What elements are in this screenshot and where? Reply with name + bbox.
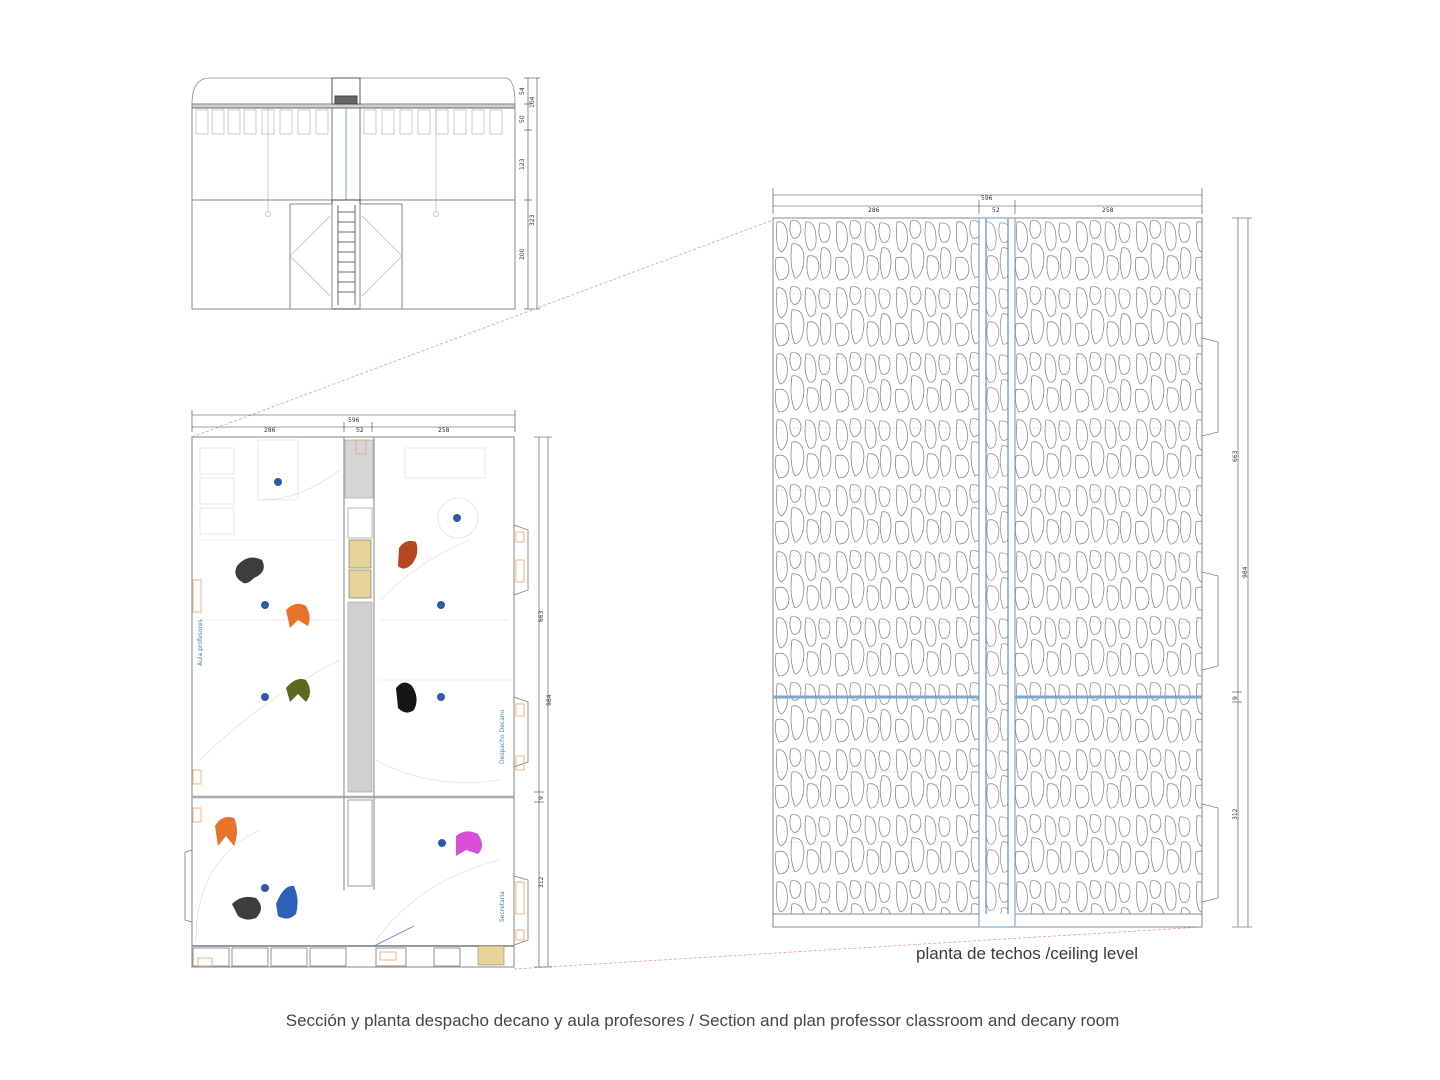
- main-caption: Sección y planta despacho decano y aula …: [285, 1011, 1120, 1030]
- section-dimension-labels: 54 104 50 123 323 200: [519, 87, 536, 260]
- ceiling-dim-gap: 9: [1232, 696, 1239, 700]
- plan-dim-upper: 663: [538, 610, 545, 622]
- section-dim-104: 104: [529, 96, 536, 108]
- chair-dark-2: [232, 896, 261, 920]
- section-dim-54: 54: [519, 87, 526, 95]
- leader-lines: [191, 219, 1203, 970]
- ceiling-level-caption: planta de techos /ceiling level: [916, 944, 1139, 963]
- room-label-despacho: Despacho Decano: [499, 709, 506, 764]
- plan-dim-total: 596: [348, 417, 360, 424]
- plan-dim-lower: 312: [538, 876, 545, 888]
- plan-dim-gap: 9: [538, 796, 545, 800]
- plan-dim-left: 286: [264, 427, 276, 434]
- ceiling-plan: 596 286 52 258: [772, 188, 1252, 928]
- chair-rust: [398, 540, 418, 569]
- ceiling-dim-lower: 312: [1232, 808, 1239, 820]
- chair-black: [396, 682, 417, 713]
- plan-dim-corridor: 52: [356, 427, 364, 434]
- room-label-secretaria: Secretaria: [499, 891, 506, 922]
- chairs: [215, 540, 482, 920]
- chair-blue: [276, 885, 298, 919]
- section-elevation: [191, 77, 540, 310]
- ceiling-dim-right: 258: [1102, 207, 1114, 214]
- ceiling-dim-upper: 663: [1232, 450, 1239, 462]
- ceiling-dim-corridor: 52: [992, 207, 1000, 214]
- ceiling-dim-left: 286: [868, 207, 880, 214]
- section-dim-123: 123: [519, 158, 526, 170]
- room-label-aula: Aula profesores: [197, 619, 204, 666]
- ceiling-lights: [261, 478, 461, 892]
- plan-dim-total-depth: 984: [546, 694, 553, 706]
- section-dim-50: 50: [519, 115, 526, 123]
- ceiling-dim-total: 596: [981, 195, 993, 202]
- floor-plan: 596 286 52 258: [184, 410, 553, 968]
- chair-orange: [286, 603, 310, 628]
- ceiling-dim-total-depth: 984: [1242, 566, 1249, 578]
- chair-olive: [286, 679, 310, 702]
- section-dim-200: 200: [519, 248, 526, 260]
- section-dim-323: 323: [529, 214, 536, 226]
- orange-fixtures: [192, 439, 525, 967]
- plan-dim-right: 258: [438, 427, 450, 434]
- chair-dark: [235, 557, 264, 584]
- chair-magenta: [456, 831, 482, 856]
- chair-orange-2: [215, 817, 237, 846]
